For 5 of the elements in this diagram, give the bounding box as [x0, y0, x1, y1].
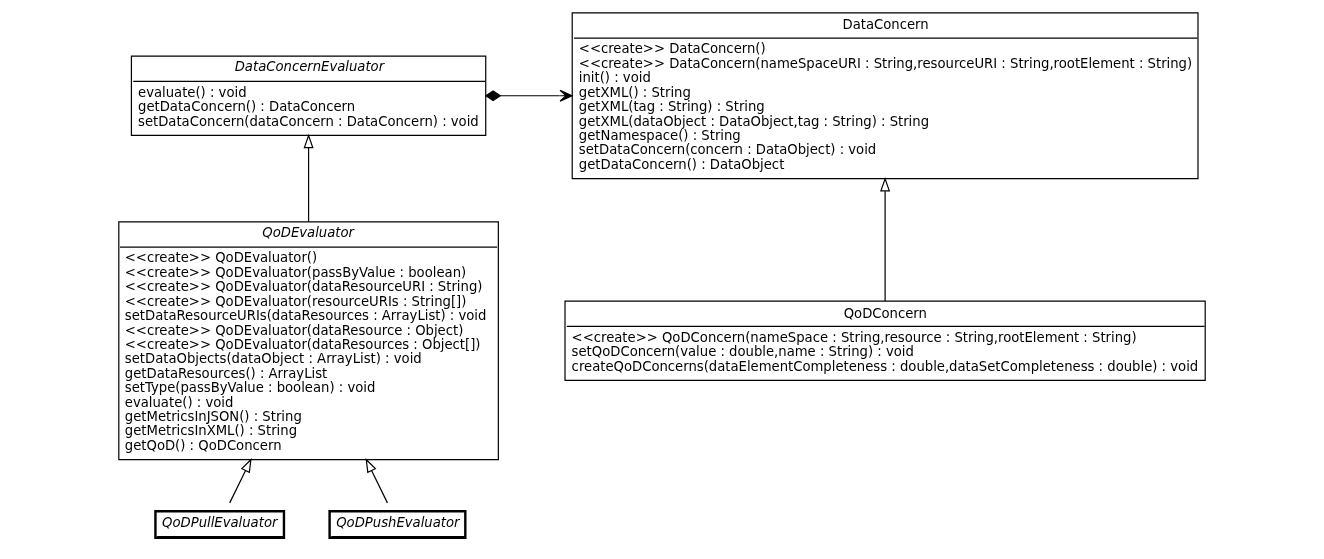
arrow [229, 458, 252, 504]
arrow [484, 89, 573, 102]
arrow [880, 177, 891, 302]
arrow [365, 458, 389, 504]
arrow [303, 133, 314, 223]
